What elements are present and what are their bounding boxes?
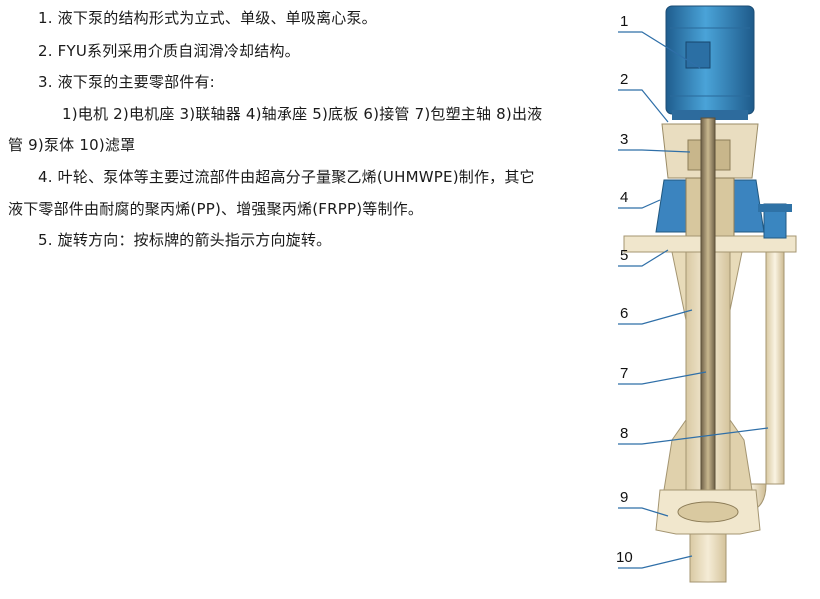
- pump-illustration: 1 2 3 4 5 6 7 8 9 10: [616, 5, 797, 583]
- motor: [665, 5, 755, 120]
- strainer: [689, 533, 727, 583]
- callout-1: 1: [620, 13, 628, 30]
- item-3: 3. 液下泵的主要零部件有:: [38, 73, 215, 91]
- pump-diagram: 1 2 3 4 5 6 7 8 9 10: [600, 0, 820, 595]
- parts-list-line-1: 1)电机 2)电机座 3)联轴器 4)轴承座 5)底板 6)接管 7)包塑主轴 …: [62, 105, 543, 123]
- callout-8: 8: [620, 425, 628, 442]
- callout-5: 5: [620, 247, 628, 264]
- item-4-line-1: 4. 叶轮、泵体等主要过流部件由超高分子量聚乙烯(UHMWPE)制作，其它: [38, 168, 535, 186]
- item-2: 2. FYU系列采用介质自润滑冷却结构。: [38, 42, 300, 60]
- callout-7: 7: [620, 365, 628, 382]
- pump-casing: [655, 489, 761, 535]
- item-1: 1. 液下泵的结构形式为立式、单级、单吸离心泵。: [38, 9, 377, 27]
- item-4-line-2: 液下零部件由耐腐的聚丙烯(PP)、增强聚丙烯(FRPP)等制作。: [8, 200, 424, 218]
- callout-4: 4: [620, 189, 628, 206]
- callout-9: 9: [620, 489, 628, 506]
- callout-10: 10: [616, 549, 633, 566]
- parts-list-line-2: 管 9)泵体 10)滤罩: [8, 136, 136, 154]
- callout-3: 3: [620, 131, 628, 148]
- item-5: 5. 旋转方向：按标牌的箭头指示方向旋转。: [38, 231, 332, 249]
- callout-6: 6: [620, 305, 628, 322]
- callout-2: 2: [620, 71, 628, 88]
- plastic-coated-shaft: [700, 117, 716, 519]
- callout-lines: [618, 31, 769, 569]
